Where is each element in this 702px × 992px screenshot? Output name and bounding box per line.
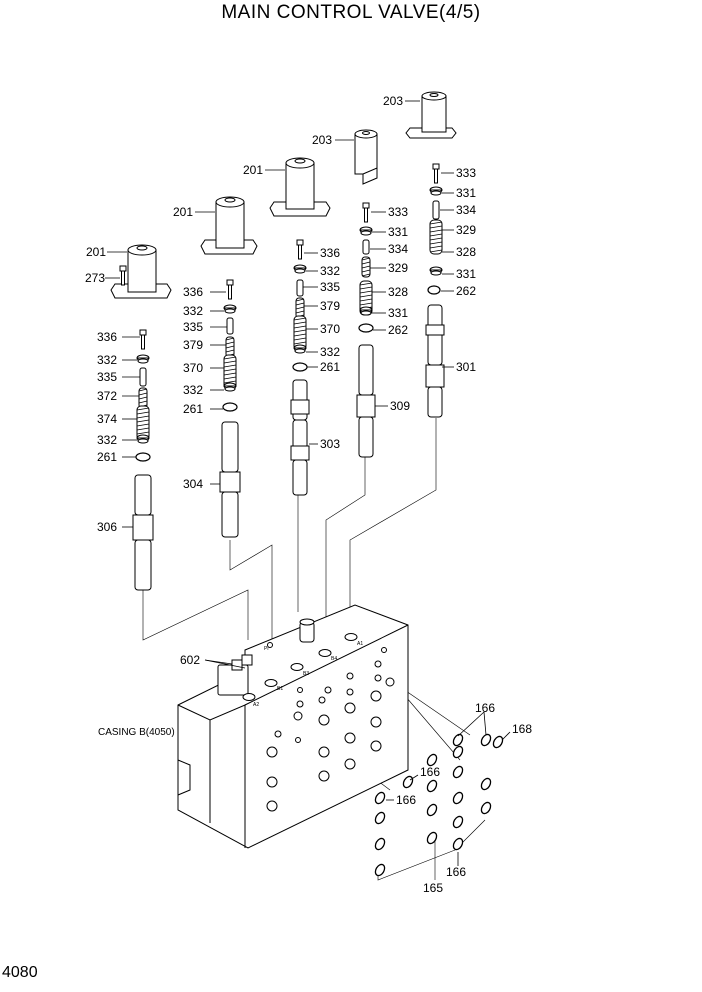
part-label-262: 262 xyxy=(456,284,476,298)
part-label-334: 334 xyxy=(388,242,408,256)
part-label-166: 166 xyxy=(420,765,440,779)
part-label-379: 379 xyxy=(320,299,340,313)
part-label-335: 335 xyxy=(183,320,203,334)
part-label-370: 370 xyxy=(183,361,203,375)
column-309-parts xyxy=(356,202,376,458)
port-mark: Pi xyxy=(264,646,268,652)
port-markings: A2 B1 B3 B4 A1 Pi xyxy=(253,641,363,708)
casing-label: CASING B(4050) xyxy=(98,727,175,738)
part-label-166: 166 xyxy=(475,701,495,715)
part-label-336: 336 xyxy=(97,330,117,344)
port-mark: B4 xyxy=(331,656,337,662)
column-301-parts xyxy=(425,163,445,418)
part-label-332: 332 xyxy=(97,353,117,367)
part-label-332: 332 xyxy=(183,304,203,318)
part-number-labels: 203 203 201 201 201 273 333 331 334 329 … xyxy=(85,94,532,895)
part-label-309: 309 xyxy=(390,399,410,413)
part-label-372: 372 xyxy=(97,389,117,403)
solenoid-cap-203-b xyxy=(354,129,378,185)
part-label-166: 166 xyxy=(396,793,416,807)
part-label-261: 261 xyxy=(183,402,203,416)
part-label-261: 261 xyxy=(97,450,117,464)
part-label-379: 379 xyxy=(183,338,203,352)
column-304-parts xyxy=(219,279,241,538)
part-label-165: 165 xyxy=(423,881,443,895)
part-label-370: 370 xyxy=(320,322,340,336)
page-title: MAIN CONTROL VALVE(4/5) xyxy=(221,2,481,23)
part-label-332: 332 xyxy=(97,433,117,447)
page-number: 4080 xyxy=(2,964,38,981)
part-label-331: 331 xyxy=(388,225,408,239)
solenoid-201-c xyxy=(110,244,172,299)
part-label-602: 602 xyxy=(180,653,200,667)
solenoid-cap-203-a xyxy=(405,91,457,139)
column-303-parts xyxy=(290,239,310,496)
part-label-304: 304 xyxy=(183,477,203,491)
part-label-335: 335 xyxy=(320,280,340,294)
part-label-203: 203 xyxy=(383,94,403,108)
part-label-262: 262 xyxy=(388,323,408,337)
leader-ticks xyxy=(105,100,511,866)
bolt-273 xyxy=(119,265,127,286)
port-mark: B1 xyxy=(277,686,283,692)
part-label-336: 336 xyxy=(183,285,203,299)
part-label-201: 201 xyxy=(243,163,263,177)
part-label-329: 329 xyxy=(388,261,408,275)
part-label-301: 301 xyxy=(456,360,476,374)
part-label-332: 332 xyxy=(320,264,340,278)
part-label-306: 306 xyxy=(97,520,117,534)
part-label-332: 332 xyxy=(320,345,340,359)
solenoid-201-b xyxy=(200,196,258,255)
port-mark: A1 xyxy=(357,641,363,647)
part-label-168: 168 xyxy=(512,722,532,736)
part-label-331: 331 xyxy=(456,186,476,200)
part-label-201: 201 xyxy=(86,245,106,259)
part-label-374: 374 xyxy=(97,412,117,426)
port-mark: A2 xyxy=(253,702,259,708)
part-label-334: 334 xyxy=(456,203,476,217)
valve-casing-block xyxy=(177,604,409,849)
part-label-333: 333 xyxy=(456,166,476,180)
part-label-336: 336 xyxy=(320,246,340,260)
part-label-261: 261 xyxy=(320,360,340,374)
part-label-203: 203 xyxy=(312,133,332,147)
part-label-335: 335 xyxy=(97,370,117,384)
solenoid-201-a xyxy=(269,157,331,217)
part-label-303: 303 xyxy=(320,437,340,451)
part-label-328: 328 xyxy=(388,285,408,299)
part-label-166: 166 xyxy=(446,865,466,879)
port-mark: B3 xyxy=(303,671,309,677)
part-label-331: 331 xyxy=(388,306,408,320)
part-label-273: 273 xyxy=(85,271,105,285)
part-label-329: 329 xyxy=(456,223,476,237)
part-label-332: 332 xyxy=(183,383,203,397)
part-label-331: 331 xyxy=(456,267,476,281)
part-label-333: 333 xyxy=(388,205,408,219)
part-label-328: 328 xyxy=(456,245,476,259)
column-306-parts xyxy=(132,329,154,591)
part-label-201: 201 xyxy=(173,205,193,219)
